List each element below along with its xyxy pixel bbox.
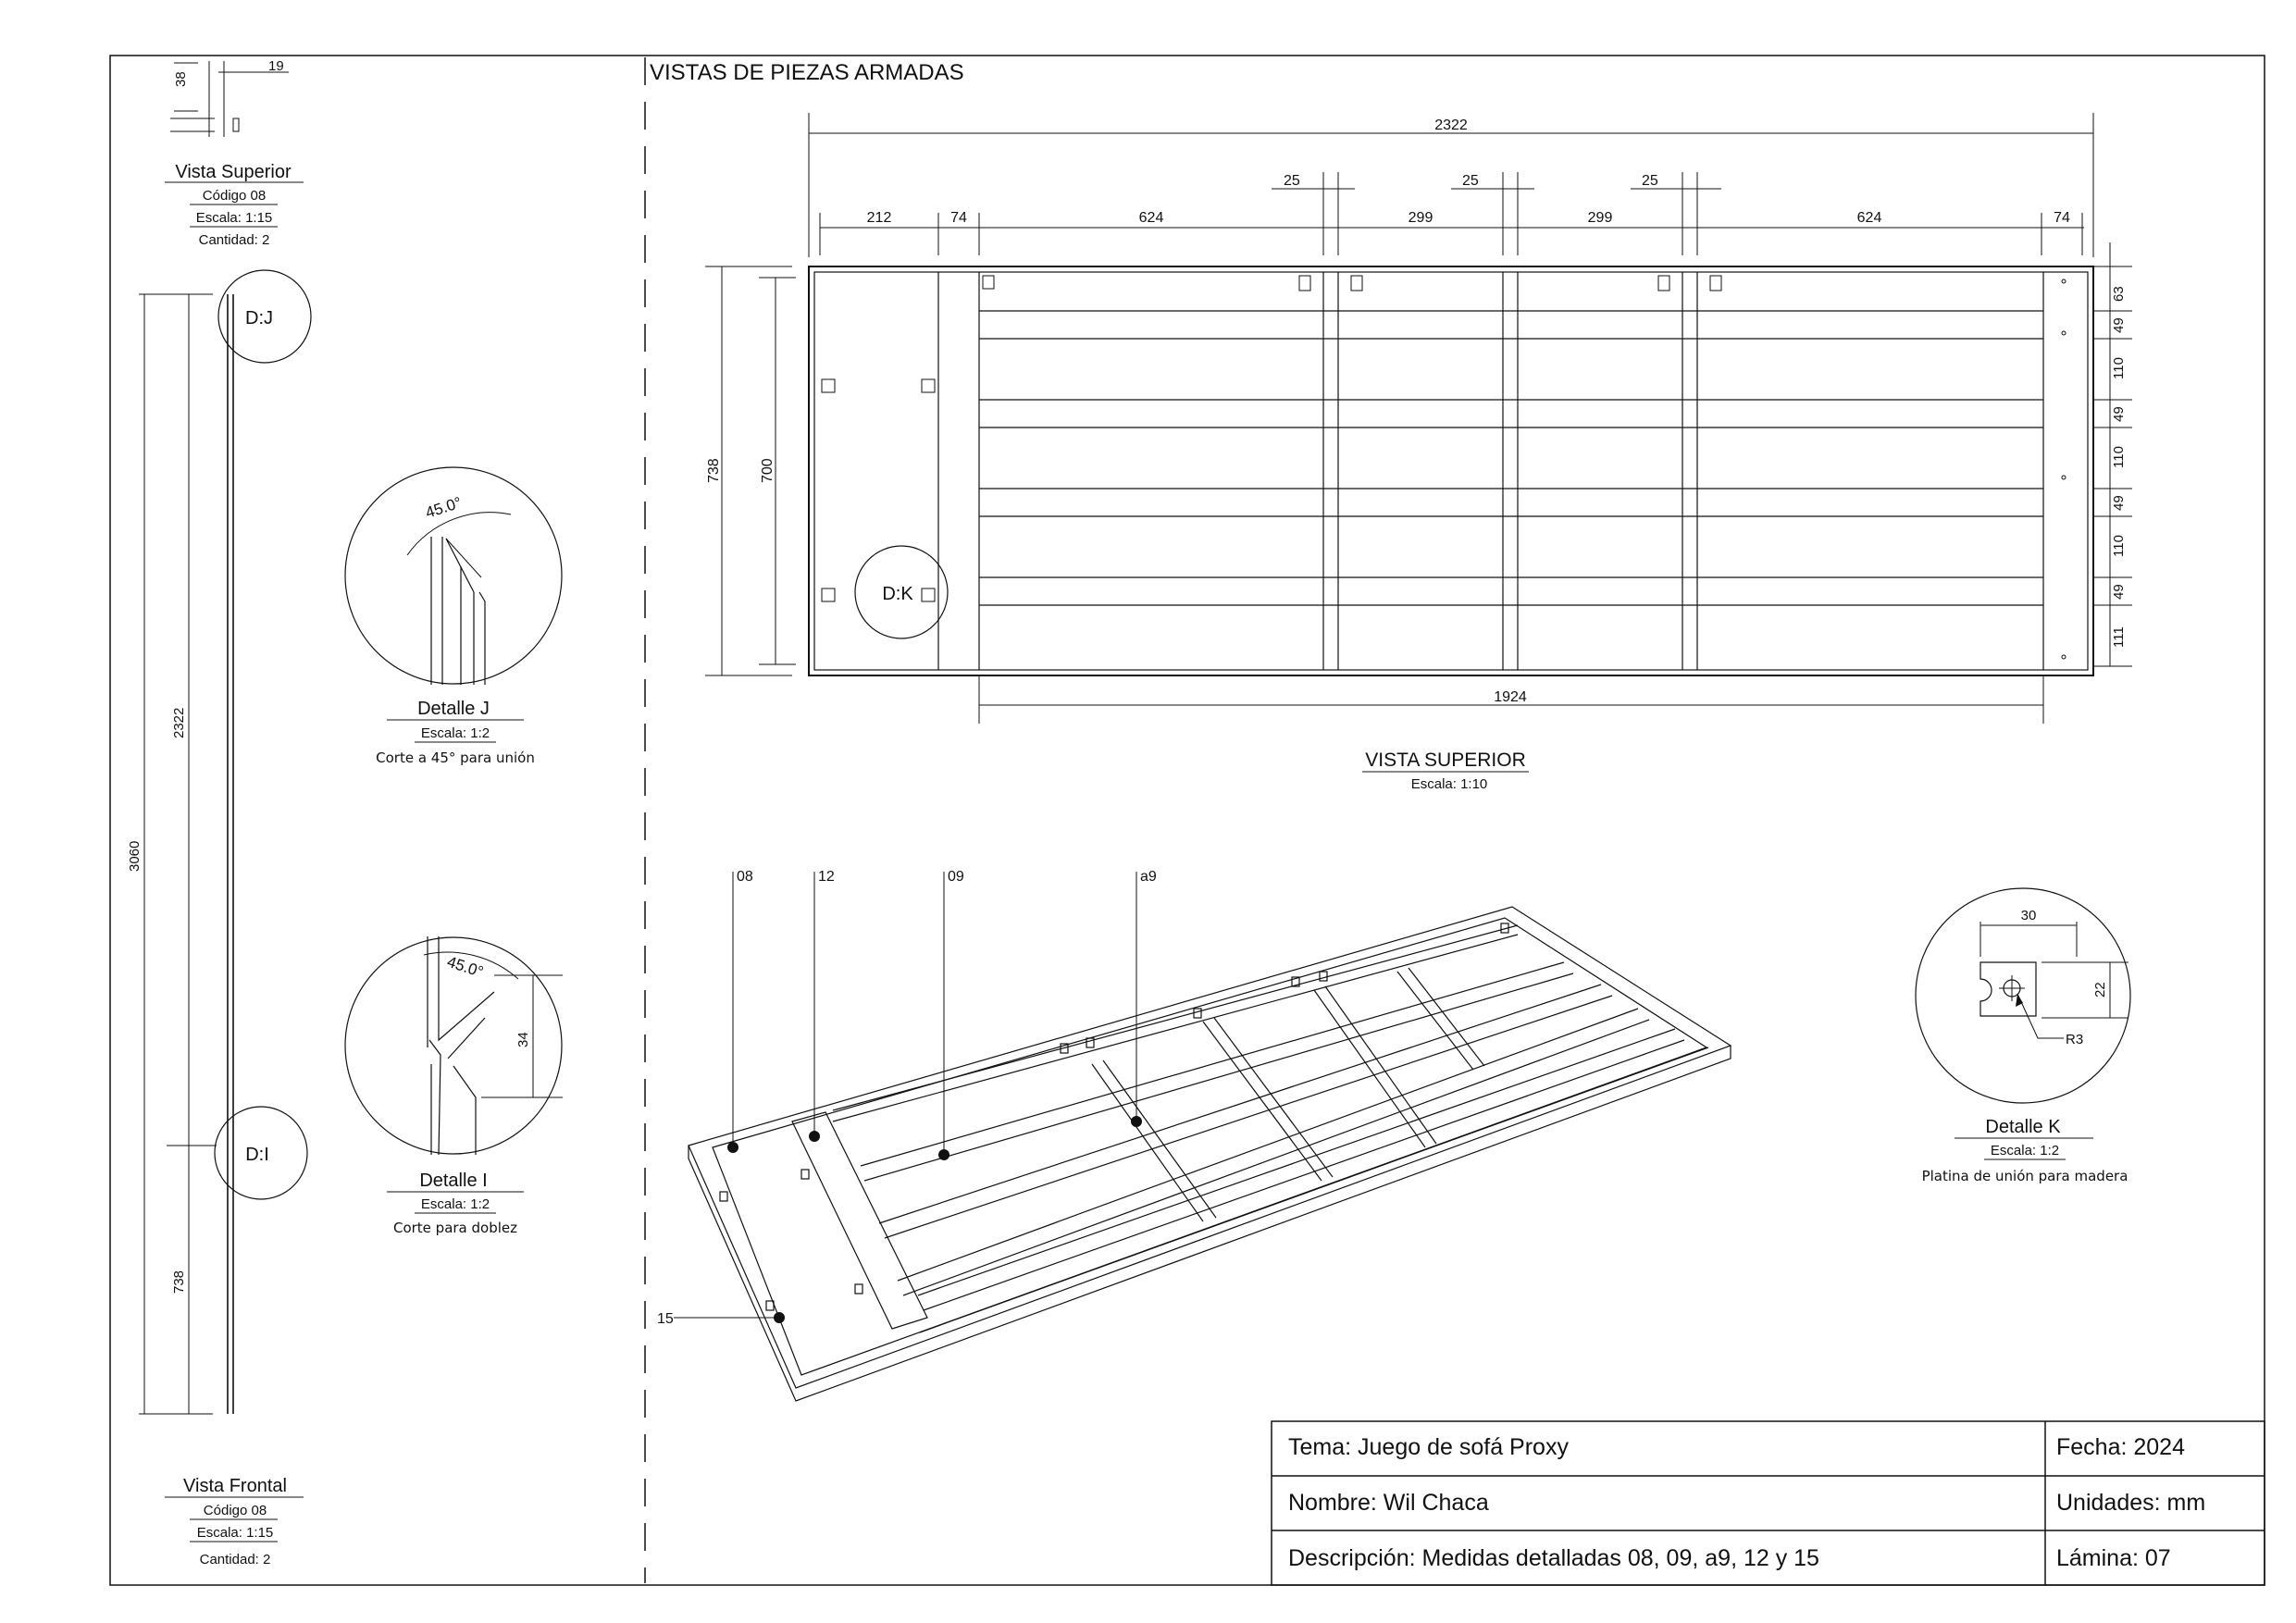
top-right-49d: 49 bbox=[2111, 584, 2127, 600]
bubble-dj bbox=[217, 269, 312, 364]
detail-k-title: Detalle K bbox=[1985, 1117, 2061, 1137]
left-front-scale: Escala: 1:15 bbox=[197, 1525, 274, 1541]
top-seg-74b: 74 bbox=[2054, 210, 2070, 226]
left-front-view: 2322 3060 738 D:J D:I Vista Frontal Códi… bbox=[127, 269, 312, 1567]
top-gap-2: 25 bbox=[1462, 173, 1479, 189]
bubble-di bbox=[214, 1106, 308, 1200]
bubble-dj-label: D:J bbox=[245, 308, 273, 328]
iso-view: 08 12 09 a9 15 bbox=[657, 869, 1732, 1402]
front-dim-738: 738 bbox=[171, 1270, 187, 1294]
detail-i-title: Detalle I bbox=[419, 1171, 487, 1191]
top-right-49c: 49 bbox=[2111, 495, 2127, 511]
left-front-code: Código 08 bbox=[204, 1503, 267, 1518]
top-seg-299b: 299 bbox=[1588, 210, 1613, 226]
detail-i: 34 45.0° Detalle I Escala: 1:2 Corte par… bbox=[344, 936, 563, 1236]
bubble-dk-label: D:K bbox=[882, 584, 913, 604]
iso-label-08: 08 bbox=[737, 869, 753, 885]
top-dim-overall: 2322 bbox=[1434, 118, 1468, 133]
top-height-738: 738 bbox=[706, 458, 722, 483]
tb-tema: Tema: Juego de sofá Proxy bbox=[1288, 1434, 1569, 1460]
top-right-110b: 110 bbox=[2111, 446, 2127, 468]
top-view-scale: Escala: 1:10 bbox=[1411, 776, 1488, 792]
top-view-title: VISTA SUPERIOR bbox=[1365, 750, 1526, 771]
left-top-dim-19: 19 bbox=[268, 58, 284, 74]
top-seg-299a: 299 bbox=[1409, 210, 1433, 226]
left-top-scale: Escala: 1:15 bbox=[196, 210, 273, 226]
detail-j-title: Detalle J bbox=[417, 699, 490, 719]
bubble-dk bbox=[854, 545, 949, 639]
detail-j: 45.0° Detalle J Escala: 1:2 Corte a 45° … bbox=[344, 466, 563, 766]
tb-nombre: Nombre: Wil Chaca bbox=[1288, 1490, 1489, 1516]
detail-k-dim-r3: R3 bbox=[2066, 1032, 2083, 1047]
title-block: Tema: Juego de sofá Proxy Fecha: 2024 No… bbox=[1271, 1420, 2265, 1586]
front-dim-2322: 2322 bbox=[171, 708, 187, 738]
tb-lamina: Lámina: 07 bbox=[2056, 1545, 2171, 1571]
detail-i-scale: Escala: 1:2 bbox=[421, 1196, 490, 1212]
detail-i-dim: 34 bbox=[515, 1032, 531, 1047]
left-top-dim-38: 38 bbox=[173, 71, 189, 87]
detail-i-note: Corte para doblez bbox=[393, 1220, 517, 1236]
iso-label-12: 12 bbox=[818, 869, 835, 885]
top-seg-74a: 74 bbox=[950, 210, 967, 226]
iso-label-09: 09 bbox=[948, 869, 964, 885]
top-right-110a: 110 bbox=[2111, 357, 2127, 379]
front-dim-3060: 3060 bbox=[127, 841, 143, 872]
top-right-49b: 49 bbox=[2111, 406, 2127, 422]
detail-k-dim-22: 22 bbox=[2092, 982, 2108, 997]
top-seg-212: 212 bbox=[867, 210, 892, 226]
left-top-title: Vista Superior bbox=[175, 162, 292, 182]
tb-unidades: Unidades: mm bbox=[2056, 1490, 2205, 1516]
top-view: 2322 25 25 25 212 74 624 299 299 624 74 bbox=[705, 113, 2132, 792]
detail-k-note: Platina de unión para madera bbox=[1922, 1168, 2128, 1184]
top-height-700: 700 bbox=[760, 458, 776, 483]
detail-k-dim-30: 30 bbox=[2021, 908, 2037, 923]
detail-j-note: Corte a 45° para unión bbox=[376, 750, 535, 766]
left-top-code: Código 08 bbox=[203, 188, 266, 204]
top-seg-624a: 624 bbox=[1139, 210, 1164, 226]
detail-k-scale: Escala: 1:2 bbox=[1991, 1143, 2059, 1158]
left-front-qty: Cantidad: 2 bbox=[200, 1552, 271, 1567]
top-gap-1: 25 bbox=[1284, 173, 1300, 189]
iso-label-a9: a9 bbox=[1140, 869, 1157, 885]
detail-k: 30 22 R3 Detalle K Escala: 1:2 Platina d… bbox=[1915, 887, 2131, 1184]
left-top-view: 38 19 Vista Superior Código 08 Escala: 1… bbox=[165, 58, 304, 248]
tb-descripcion: Descripción: Medidas detalladas 08, 09, … bbox=[1288, 1545, 1819, 1571]
top-right-49a: 49 bbox=[2111, 317, 2127, 333]
sheet-title: VISTAS DE PIEZAS ARMADAS bbox=[650, 60, 964, 85]
left-top-qty: Cantidad: 2 bbox=[199, 232, 270, 248]
top-right-110c: 110 bbox=[2111, 535, 2127, 557]
detail-j-scale: Escala: 1:2 bbox=[421, 725, 490, 741]
top-seg-624b: 624 bbox=[1857, 210, 1882, 226]
top-gap-3: 25 bbox=[1642, 173, 1658, 189]
top-right-111: 111 bbox=[2111, 626, 2127, 648]
top-right-63: 63 bbox=[2111, 286, 2127, 302]
sheet-border bbox=[109, 55, 2265, 1586]
iso-label-15: 15 bbox=[657, 1311, 674, 1327]
left-front-title: Vista Frontal bbox=[183, 1476, 287, 1496]
bubble-di-label: D:I bbox=[245, 1145, 269, 1165]
top-bottom-1924: 1924 bbox=[1494, 689, 1527, 705]
tb-fecha: Fecha: 2024 bbox=[2056, 1434, 2185, 1460]
